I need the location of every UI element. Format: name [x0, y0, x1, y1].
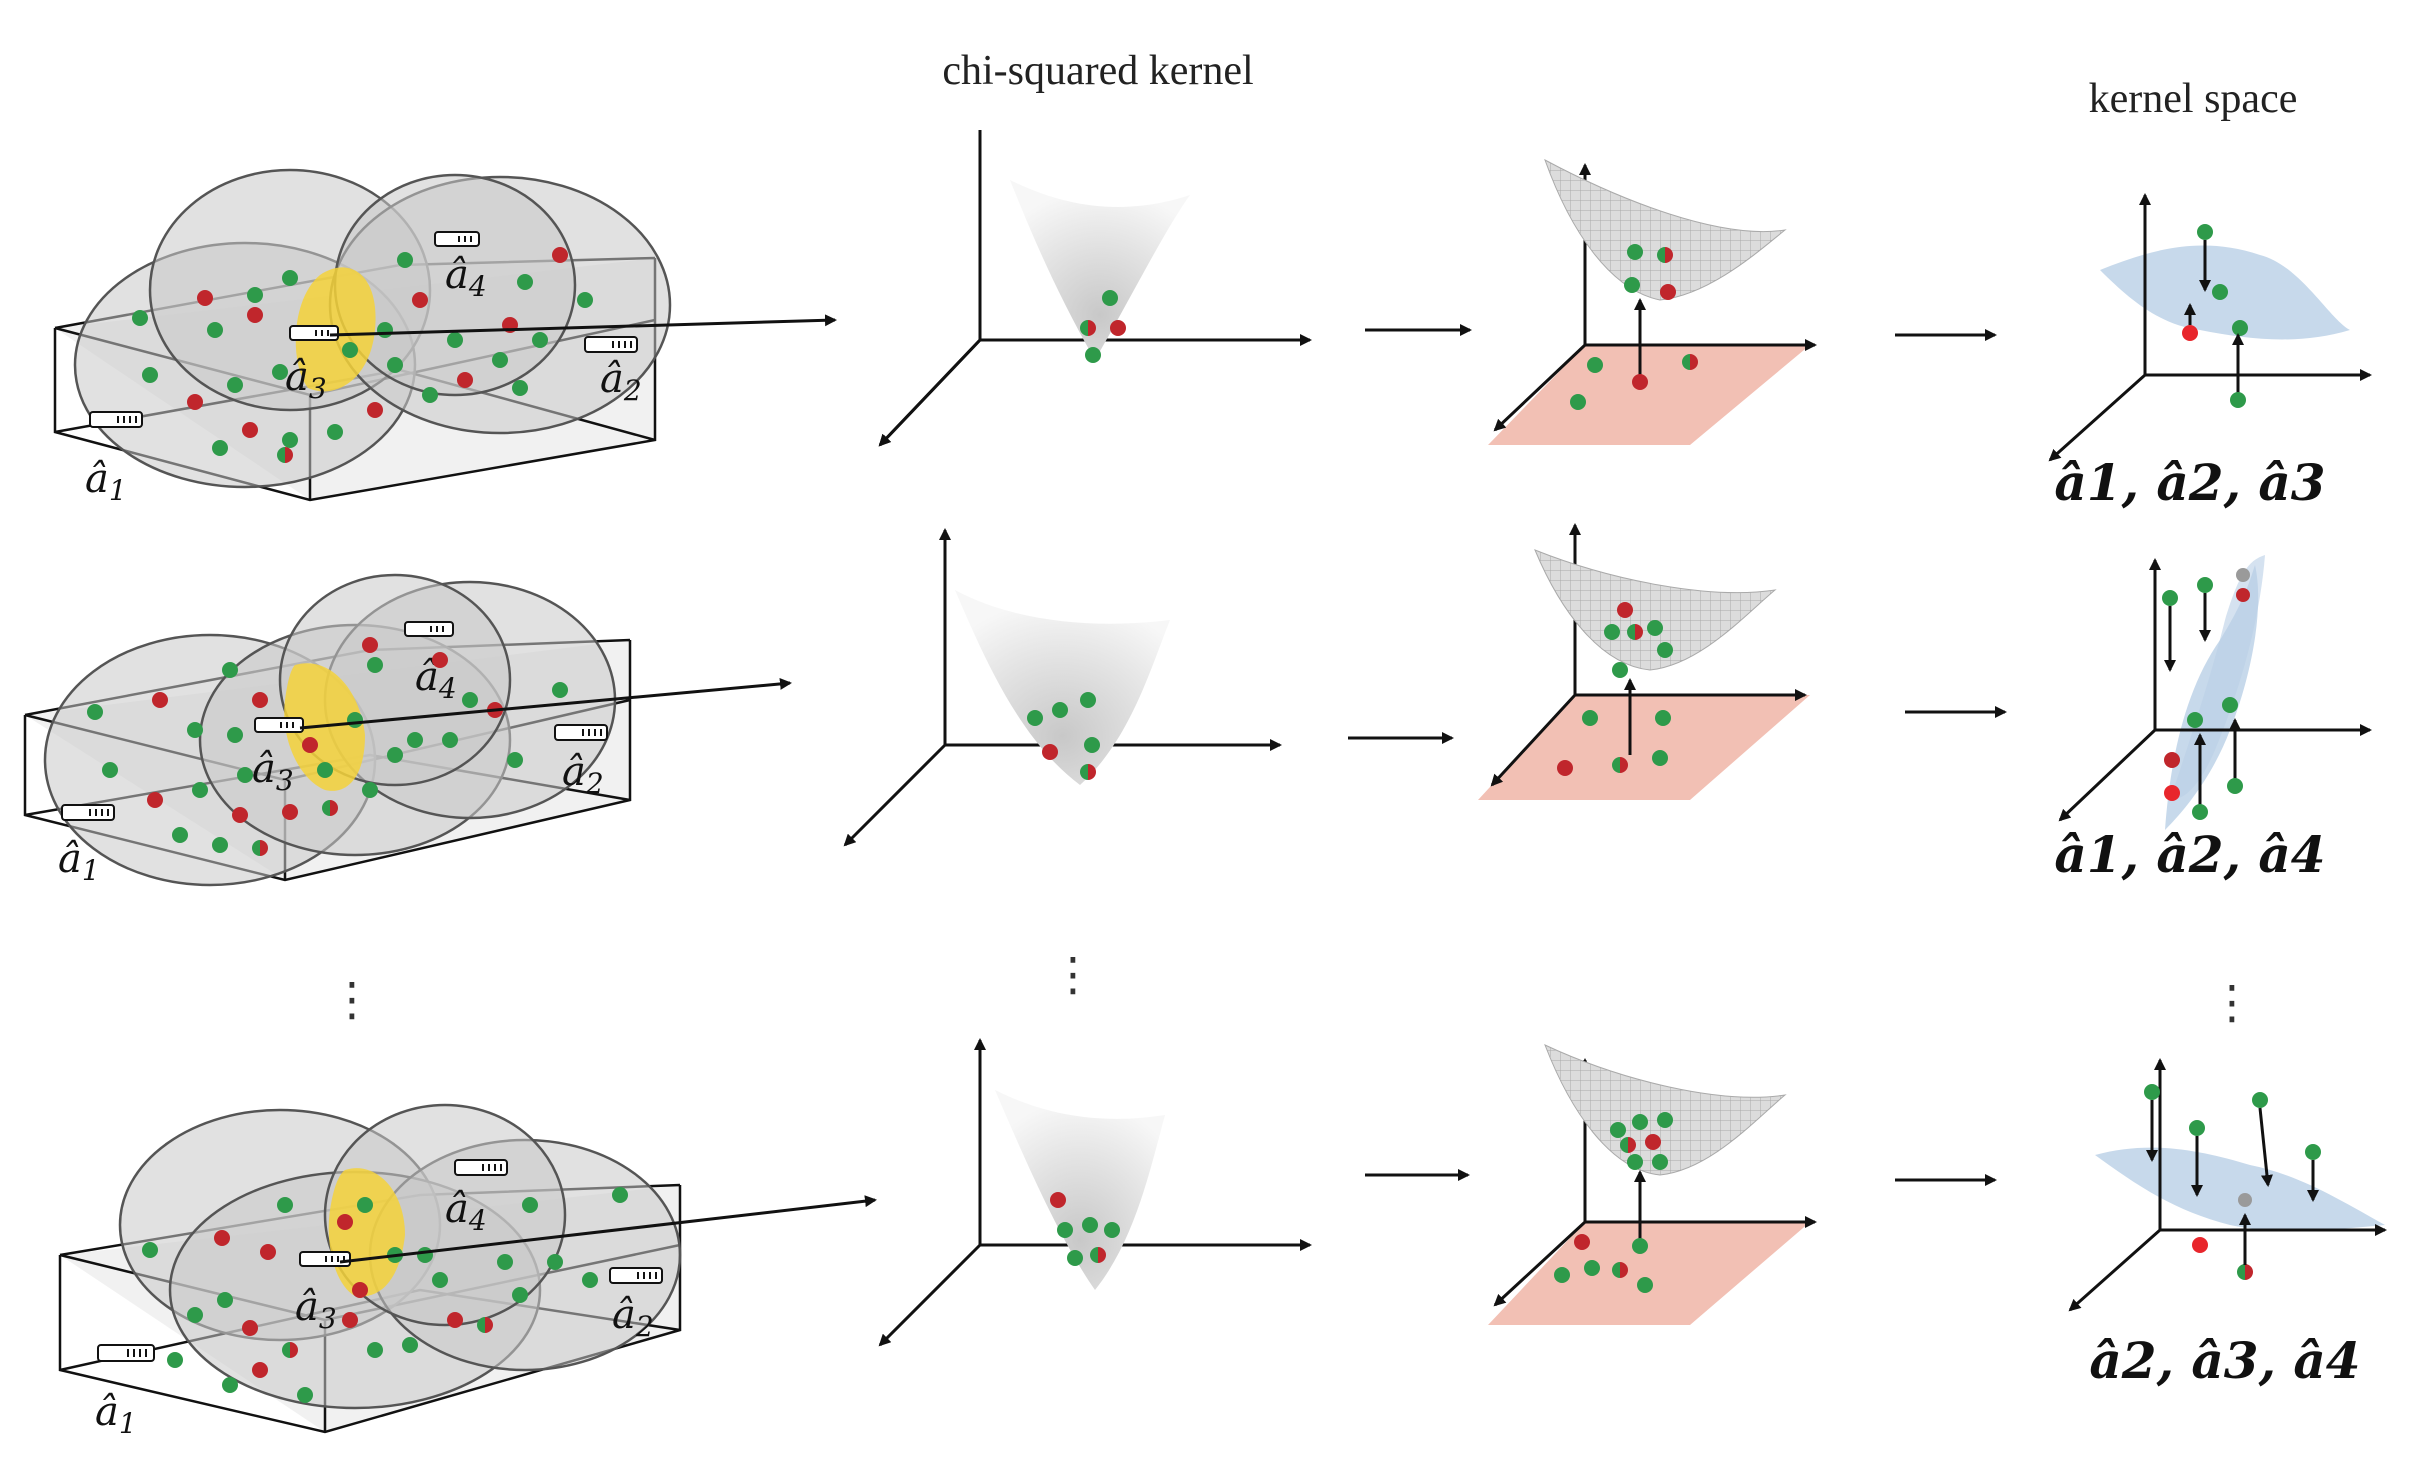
ap-label-a1: â1: [58, 836, 100, 887]
access-point-icon: [434, 231, 480, 247]
chi-squared-kernel-plot: [880, 130, 1312, 445]
sample-points: [132, 247, 593, 463]
ap-label-a3: â3: [295, 1284, 337, 1335]
ap-label-a4: â4: [445, 1186, 487, 1237]
ellipsis: ⋮: [1050, 947, 1096, 1001]
ap-label-a1: â1: [85, 456, 127, 507]
access-point-icon: [299, 1251, 351, 1267]
mapped-surface-plot: [1478, 523, 1810, 800]
ap-label-a3: â3: [285, 354, 327, 405]
ap-label-a1: â1: [95, 1389, 137, 1440]
ap-combination-label: â2, â3, â4: [2089, 1331, 2360, 1390]
kernel-space-plot: [2058, 555, 2372, 830]
sample-points: [142, 1187, 628, 1403]
mapped-surface-plot: [1488, 1044, 1817, 1325]
chi-squared-kernel-plot: [843, 528, 1282, 847]
access-point-icon: [404, 621, 454, 637]
ap-label-a4: â4: [445, 252, 487, 303]
access-point-icon: [609, 1267, 663, 1284]
kernel-space-header: kernel space: [2089, 76, 2298, 122]
access-point-icon: [554, 724, 608, 741]
ap-label-a2: â2: [562, 749, 604, 800]
access-point-icon: [289, 325, 339, 341]
kernel-space-plot: [2048, 193, 2372, 462]
ellipsis: ⋮: [329, 972, 375, 1026]
kernel-header: chi-squared kernel: [942, 48, 1253, 94]
access-point-icon: [454, 1159, 508, 1176]
ellipsis: ⋮: [2209, 975, 2255, 1029]
mapped-surface-plot: [1488, 158, 1817, 445]
access-point-icon: [254, 717, 304, 733]
access-point-icon: [89, 411, 143, 428]
access-point-icon: [61, 804, 115, 821]
chi-squared-kernel-plot: [878, 1038, 1312, 1347]
row-3: â1 â2 â3 â4: [58, 1038, 2387, 1440]
row-2: â1 â2 â3 â4: [23, 523, 2372, 887]
access-point-icon: [97, 1344, 155, 1362]
ap-label-a2: â2: [612, 1292, 654, 1343]
sample-points: [87, 637, 568, 856]
kernel-space-plot: [2068, 1058, 2387, 1312]
ap-label-a3: â3: [252, 746, 294, 797]
access-point-icon: [584, 336, 638, 353]
ap-label-a2: â2: [600, 356, 642, 407]
ap-combination-label: â1, â2, â3: [2054, 453, 2325, 512]
row-1: â1 â2 â3 â4: [53, 130, 2372, 512]
ap-combination-label: â1, â2, â4: [2054, 825, 2325, 884]
ap-label-a4: â4: [415, 654, 457, 705]
